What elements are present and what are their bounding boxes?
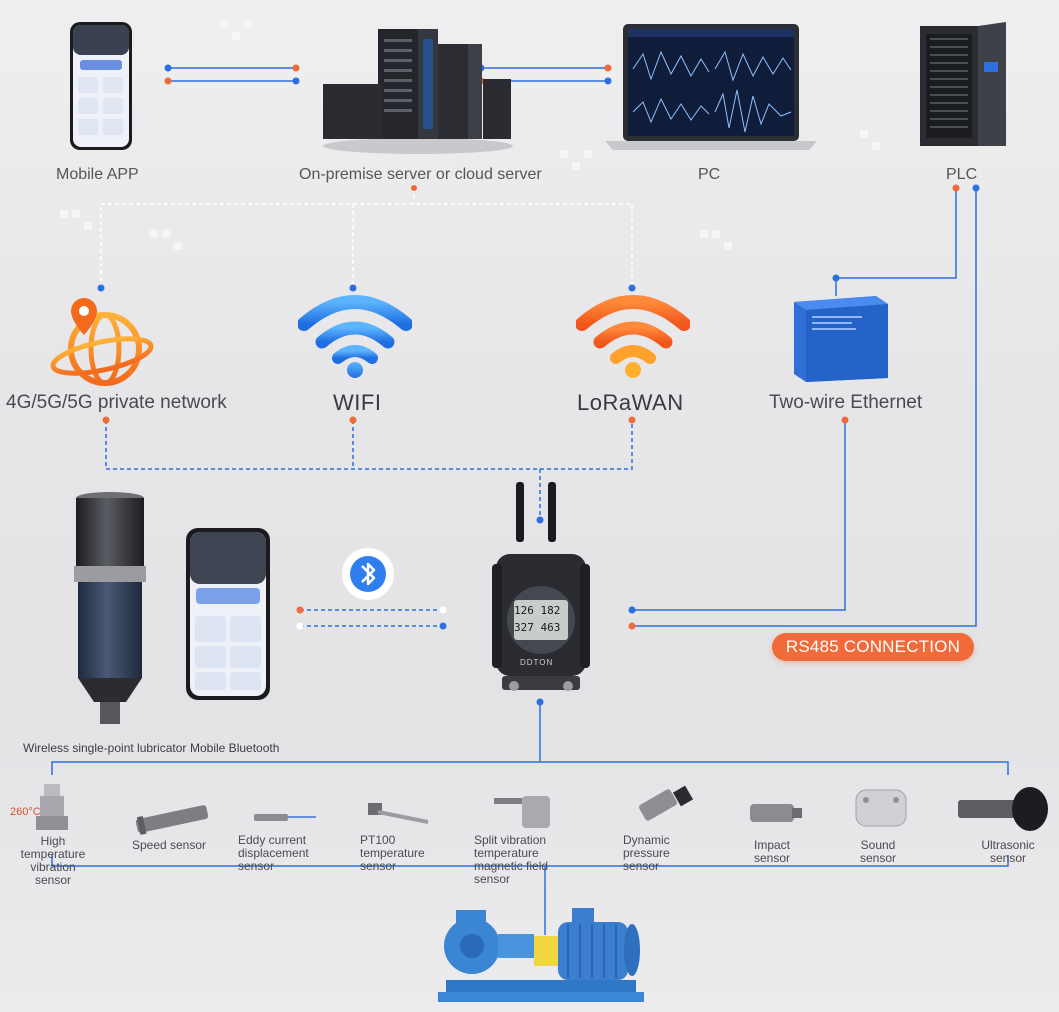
pressure-sensor-icon: [639, 785, 694, 821]
pt100-sensor-icon: [368, 803, 429, 824]
display-value: 463: [540, 621, 561, 634]
sensor-label: Split vibration temperature magnetic fie…: [474, 833, 549, 886]
impact-sensor-icon: [750, 804, 802, 822]
sensor-label: Ultrasonic sensor: [981, 838, 1035, 865]
sensor-label: Speed sensor: [131, 838, 207, 852]
gateway-device: 126 182 327 463 DDTON: [492, 482, 590, 694]
pc-device: [605, 24, 817, 152]
sensor-label: PT100 temperature sensor: [360, 833, 425, 873]
bluetooth-phone-device: [186, 528, 270, 700]
sensor-label: Sound sensor: [859, 838, 897, 865]
mobile-app-device: [70, 22, 132, 150]
display-value: 182: [540, 604, 561, 617]
sensor-label: Impact sensor: [753, 838, 791, 865]
lorawan-label: LoRaWAN: [577, 390, 684, 415]
split-vibration-sensor-icon: [494, 796, 550, 828]
server-device: [318, 24, 516, 154]
motor-pump-device: [438, 900, 652, 1006]
bluetooth-label: Mobile Bluetooth: [190, 741, 280, 755]
plc-device: [920, 22, 1010, 150]
lubricator-label: Wireless single-point lubricator: [23, 741, 187, 755]
server-label: On-premise server or cloud server: [299, 166, 542, 183]
gateway-display: 126 182 327 463: [514, 602, 568, 636]
rs485-badge: RS485 CONNECTION: [772, 633, 974, 661]
gateway-brand: DDTON: [520, 658, 554, 667]
vibration-sensor-icon: [36, 784, 68, 830]
ethernet-label: Two-wire Ethernet: [769, 392, 923, 413]
eddy-current-sensor-icon: [254, 814, 316, 821]
sensor-label: High temperature vibration sensor: [20, 834, 86, 887]
bluetooth-icon: [340, 546, 396, 602]
sound-sensor-icon: [855, 789, 907, 827]
plc-label: PLC: [946, 166, 978, 183]
temperature-tag: 260°C: [10, 806, 41, 818]
display-value: 327: [514, 621, 534, 634]
mobile-app-label: Mobile APP: [56, 166, 139, 183]
sensor-label: Eddy current displacement sensor: [238, 833, 309, 873]
wifi-label: WIFI: [333, 390, 382, 415]
globe-location-icon: [50, 294, 154, 386]
display-value: 126: [514, 604, 534, 617]
ultrasonic-sensor-icon: [958, 787, 1048, 831]
wifi-icon: [297, 292, 413, 380]
ethernet-device: [790, 292, 890, 384]
speed-sensor-icon: [135, 805, 209, 835]
lorawan-icon: [575, 292, 691, 380]
pc-label: PC: [698, 166, 721, 183]
sensor-label: Dynamic pressure sensor: [623, 833, 670, 873]
cellular-label: 4G/5G/5G private network: [6, 392, 227, 413]
lubricator-device: [72, 490, 152, 728]
